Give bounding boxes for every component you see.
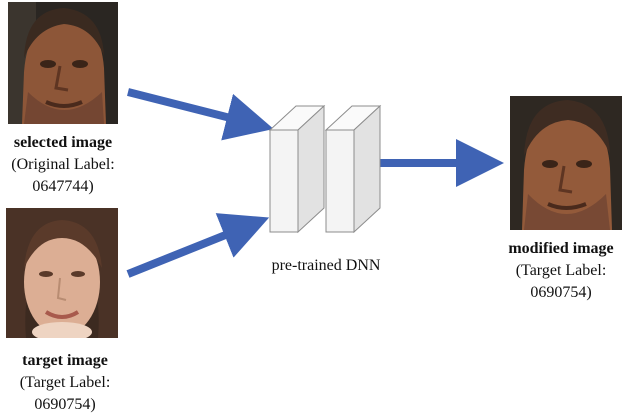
dnn-layer-block-1 (268, 104, 326, 234)
modified-face-image (510, 96, 622, 230)
dnn-caption: pre-trained DNN (271, 257, 381, 274)
arrow-target-to-dnn (126, 213, 270, 278)
modified-label-line1: (Target Label: (515, 262, 607, 279)
selected-label-line2: 0647744) (32, 178, 94, 195)
target-face-image (6, 208, 118, 338)
selected-face-image (8, 2, 118, 124)
selected-label-line1: (Original Label: (11, 156, 115, 173)
arrow-selected-to-dnn (127, 88, 274, 141)
target-title: target image (22, 352, 108, 369)
modified-caption: modified image (Target Label: 0690754) (494, 238, 628, 304)
target-caption: target image (Target Label: 0690754) (0, 350, 130, 416)
modified-label-line2: 0690754) (530, 284, 592, 301)
modified-title: modified image (508, 240, 614, 257)
dnn-layer-block-2 (324, 104, 382, 234)
selected-caption: selected image (Original Label: 0647744) (0, 132, 126, 198)
target-label-line1: (Target Label: (19, 374, 111, 391)
selected-title: selected image (13, 134, 113, 151)
target-label-line2: 0690754) (34, 396, 96, 413)
